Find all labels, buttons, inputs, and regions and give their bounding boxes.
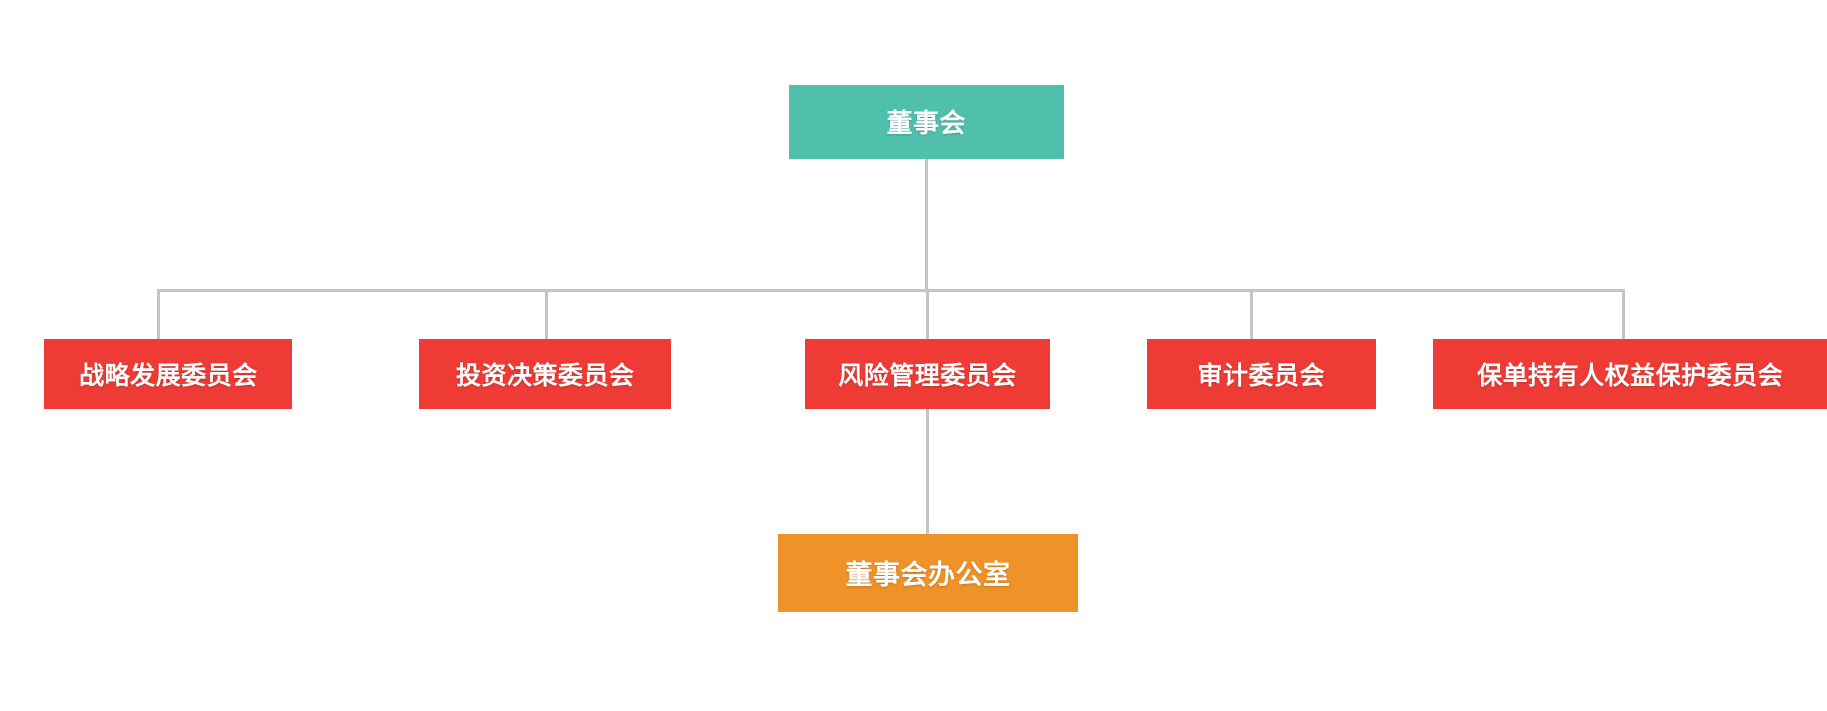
node-strategic-development-committee[interactable]: 战略发展委员会: [44, 339, 293, 409]
connector-horizontal-bus: [158, 289, 1624, 293]
node-board-of-directors-office[interactable]: 董事会办公室: [778, 534, 1078, 612]
node-board-of-directors[interactable]: 董事会: [788, 84, 1064, 159]
connector-drop-strategy: [156, 289, 160, 343]
node-investment-decision-committee[interactable]: 投资决策委员会: [419, 339, 672, 409]
connector-office-stem: [925, 408, 929, 535]
connector-drop-audit: [1249, 289, 1253, 343]
connector-drop-risk: [925, 289, 929, 343]
connector-root-stem: [924, 158, 928, 293]
node-policyholder-rights-protection-committee[interactable]: 保单持有人权益保护委员会: [1433, 339, 1827, 409]
connector-drop-policyholder: [1621, 289, 1625, 343]
node-risk-management-committee[interactable]: 风险管理委员会: [805, 339, 1050, 409]
node-audit-committee[interactable]: 审计委员会: [1146, 339, 1377, 409]
connector-drop-investment: [544, 289, 548, 343]
